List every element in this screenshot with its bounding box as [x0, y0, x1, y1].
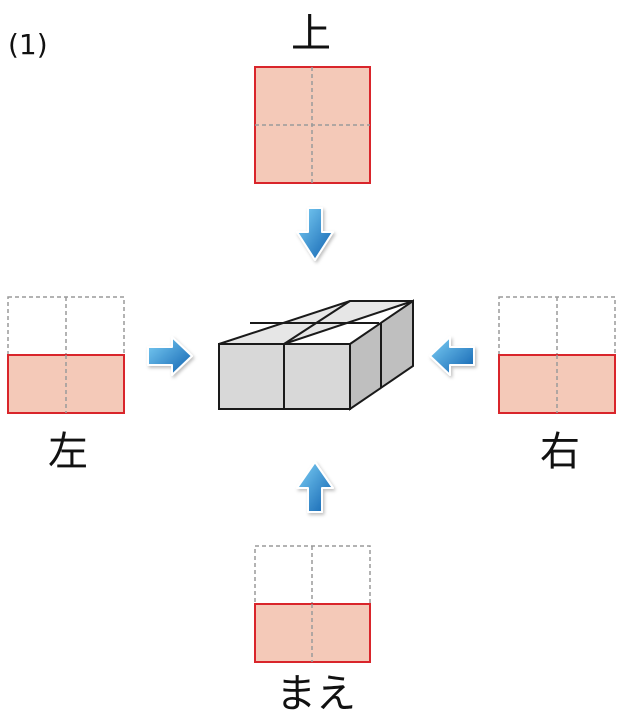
arrow-right-icon: [147, 336, 193, 376]
left-view: [7, 296, 125, 414]
block-front-left: [218, 343, 285, 410]
top-view-label: 上: [291, 11, 331, 57]
block-top-divider-diagonal: [283, 300, 351, 345]
front-view: [254, 545, 371, 663]
front-view-label: まえ: [276, 671, 356, 717]
block-front-right: [283, 343, 351, 410]
block-model: [218, 299, 414, 411]
top-view: [254, 66, 371, 184]
arrow-up-icon: [296, 461, 334, 513]
arrow-left-icon: [429, 336, 475, 376]
arrow-down-icon: [296, 207, 334, 261]
problem-number: (1): [8, 28, 48, 61]
right-view: [498, 296, 616, 414]
left-view-label: 左: [48, 429, 88, 475]
right-view-label: 右: [540, 429, 580, 475]
